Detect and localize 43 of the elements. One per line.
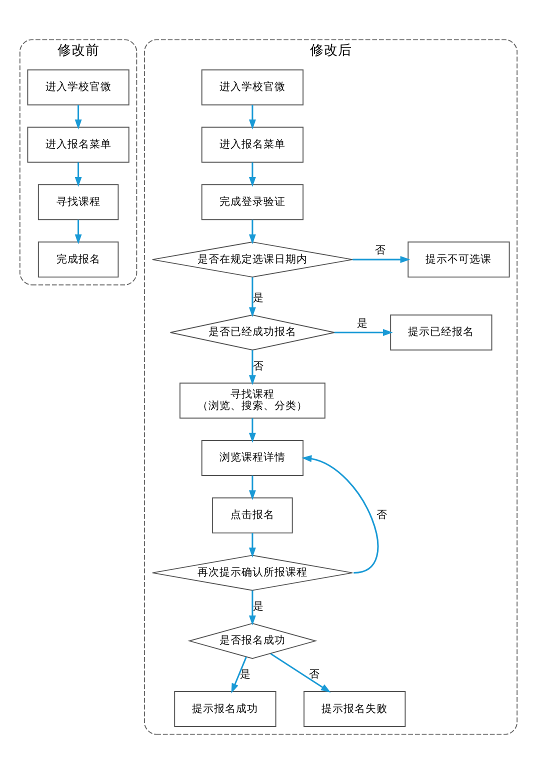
arrow [248,350,256,386]
arrow [248,476,256,500]
node-box: 进入报名菜单 [27,126,130,163]
arrow [302,455,379,574]
node-diamond: 是否在规定选课日期内 [152,242,353,278]
arrow [248,104,256,130]
edge-label: 是 [252,291,264,304]
edge-label: 是 [252,600,264,613]
node-diamond: 是否已经成功报名 [170,314,336,351]
edge-label: 是 [356,316,368,330]
arrow [248,590,256,626]
node-box: 寻找课程 （浏览、搜索、分类） [179,382,326,419]
node-diamond: 是否报名成功 [188,622,318,659]
edge-label: 否 [374,244,386,257]
arrow [352,256,410,264]
edge-label: 否 [376,508,388,522]
node-diamond: 再次提示确认所报课程 [152,554,353,591]
edge-label: 否 [252,359,264,372]
edge-label: 否 [309,668,320,681]
arrow [248,162,256,187]
node-box: 寻找课程 [38,184,119,220]
node-box: 完成登录验证 [201,184,304,220]
node-box: 点击报名 [212,497,293,534]
node-box: 进入报名菜单 [201,126,304,163]
arrow [74,104,82,130]
arrow [248,277,256,318]
arrow [74,162,82,187]
arrow [248,533,256,558]
arrow [231,656,247,694]
node-box: 浏览课程详情 [201,440,304,476]
arrow [74,220,82,244]
node-box: 完成报名 [38,242,119,278]
arrow [334,329,393,336]
node-box: 提示报名失败 [304,691,406,728]
edge-label: 是 [240,668,252,681]
node-box: 提示不可选课 [408,242,510,278]
node-box: 提示报名成功 [174,691,276,728]
arrow [248,418,256,443]
node-box: 提示已经报名 [390,314,492,351]
arrow [270,653,331,693]
arrow [248,220,256,244]
node-box: 进入学校官微 [201,69,304,106]
node-box: 进入学校官微 [27,69,130,106]
